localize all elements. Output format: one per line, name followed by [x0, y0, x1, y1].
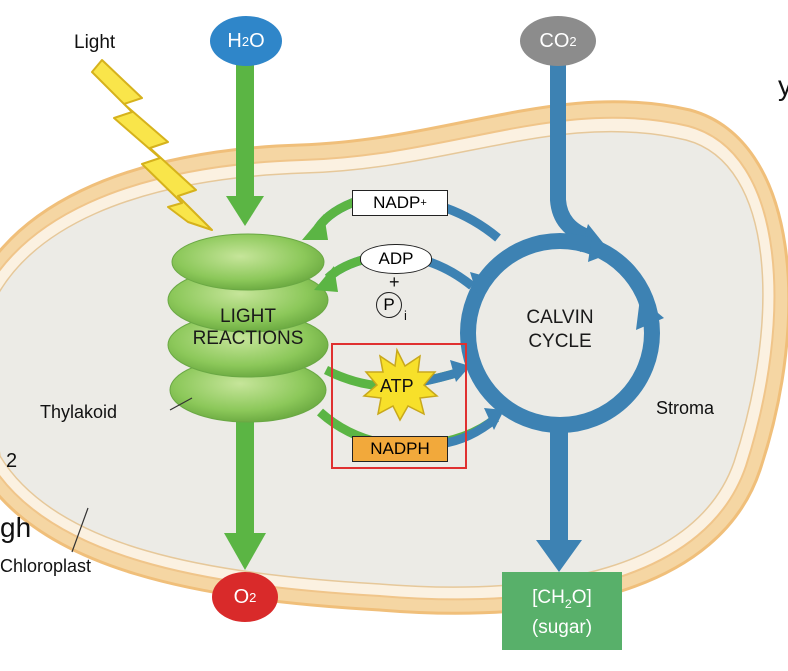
o2-sub: 2 — [249, 589, 257, 605]
calvin-cycle-label: CALVIN CYCLE — [500, 306, 620, 354]
thylakoid-pointer — [169, 397, 193, 411]
chloroplast-pointer — [71, 507, 89, 553]
lightning-bolt-icon — [91, 59, 213, 231]
h2o-arrow — [226, 58, 264, 226]
h2o-base: H — [227, 29, 242, 52]
chloroplast-label: Chloroplast — [0, 556, 92, 576]
sugar-arrow — [536, 422, 582, 572]
sugar-pre: [CH — [532, 587, 565, 608]
plus-sign: + — [389, 272, 400, 292]
edge-fragment-bottom: gh — [0, 512, 32, 543]
phosphate-symbol: P — [376, 292, 402, 318]
light-reactions-line1: LIGHT — [220, 306, 276, 327]
sugar-formula: [CH2O] — [502, 586, 622, 616]
co2-base: CO — [539, 29, 570, 52]
sugar-post: O] — [571, 587, 592, 608]
edge-fragment-top: y — [778, 70, 788, 101]
light-label: Light — [74, 32, 116, 53]
stroma-label: Stroma — [656, 398, 715, 418]
phosphate-sub: i — [404, 308, 407, 323]
thylakoid-stack — [167, 233, 329, 423]
edge-fragment-mid: 2 — [6, 450, 18, 472]
adp-oval: ADP — [360, 244, 432, 274]
sugar-box: [CH2O] (sugar) — [502, 572, 622, 650]
calvin-line1: CALVIN — [526, 307, 594, 328]
light-reactions-label: LIGHT REACTIONS — [168, 306, 328, 350]
adp-label: ADP — [378, 249, 414, 268]
nadp-sup: + — [420, 197, 427, 209]
sugar-sub: 2 — [564, 596, 572, 611]
atp-star — [362, 347, 439, 422]
thylakoid-label: Thylakoid — [40, 402, 118, 422]
nadp-base: NADP — [373, 193, 421, 212]
o2-arrow — [224, 410, 266, 570]
highlight-box — [331, 343, 467, 469]
nadph-box: NADPH — [352, 436, 448, 462]
nadph-label: NADPH — [370, 439, 430, 458]
nadp-box: NADP+ — [352, 190, 448, 216]
phosphate-letter: P — [383, 295, 395, 314]
sugar-name: (sugar) — [531, 616, 593, 638]
light-reactions-line2: REACTIONS — [192, 328, 304, 349]
h2o-sub: 2 — [241, 33, 250, 49]
h2o-tail: O — [249, 29, 265, 52]
co2-sub: 2 — [569, 33, 577, 49]
o2-base: O — [233, 585, 250, 608]
calvin-line2: CYCLE — [528, 331, 592, 352]
atp-label: ATP — [380, 376, 414, 396]
